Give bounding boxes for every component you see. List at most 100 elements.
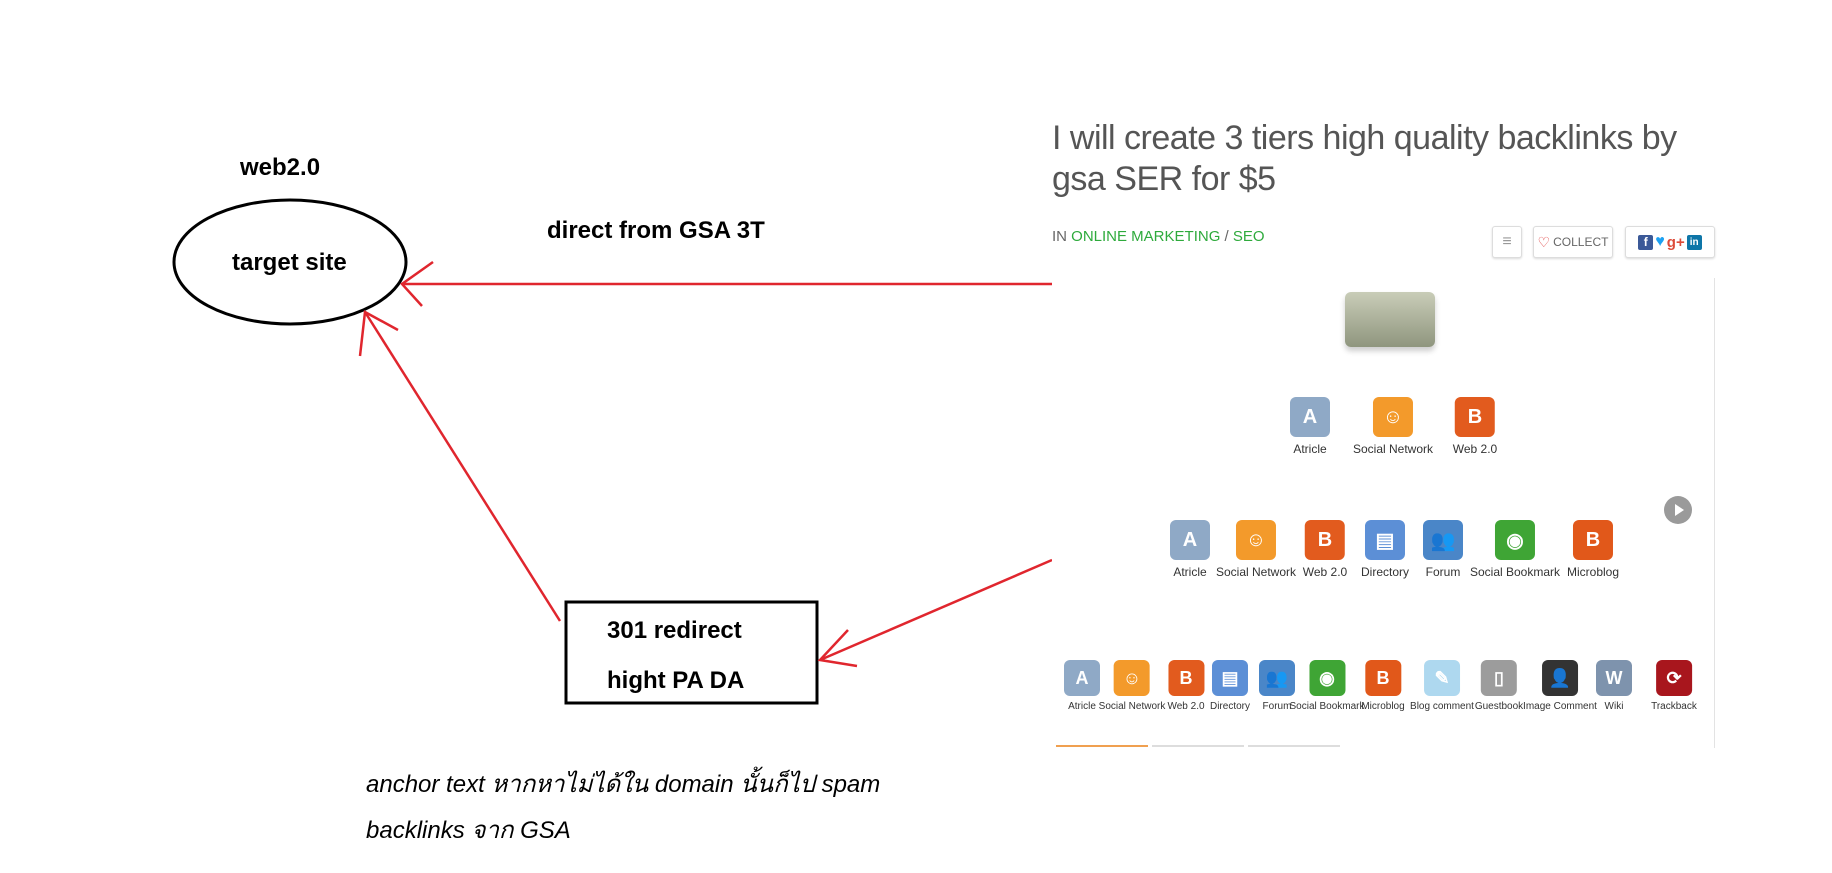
tab-1[interactable] — [1056, 745, 1148, 753]
money-stack-icon — [1345, 292, 1435, 347]
twitter-icon[interactable]: ♥ — [1655, 233, 1665, 250]
target-site-label: target site — [232, 249, 347, 276]
pyramid-node-label: Trackback — [1651, 701, 1697, 712]
pyramid-node-label: Forum — [1262, 701, 1292, 712]
subcategory-link[interactable]: SEO — [1232, 228, 1265, 245]
social-network-icon: ☺ — [1236, 520, 1276, 560]
pyramid-node-atricle: A Atricle — [1290, 397, 1330, 456]
social-bookmark-icon: ◉ — [1494, 520, 1535, 560]
redirect-box-line1: 301 redirect — [607, 617, 742, 644]
pyramid-node-label: Web 2.0 — [1167, 701, 1205, 712]
blog-comment-icon: ✎ — [1423, 660, 1460, 696]
pyramid-node-label: Web 2.0 — [1452, 442, 1498, 456]
forum-icon: 👥 — [1423, 520, 1463, 560]
pyramid-node-microblog: B Microblog — [1361, 660, 1405, 712]
pyramid-node-label: Guestbook — [1474, 701, 1524, 712]
collect-button[interactable]: ♡ COLLECT — [1533, 226, 1613, 258]
tab-2[interactable] — [1152, 745, 1244, 753]
pyramid-node-label: Atricle — [1293, 442, 1327, 456]
redirect-to-target-line — [363, 311, 562, 622]
atricle-icon: A — [1290, 397, 1330, 437]
web-2-0-icon: B — [1454, 397, 1495, 437]
wiki-icon: W — [1596, 660, 1632, 696]
pyramid-node-label: Atricle — [1068, 701, 1096, 712]
microblog-icon: B — [1364, 660, 1401, 696]
pyramid-node-label: Social Network — [1215, 565, 1297, 579]
pyramid-node-blog-comment: ✎ Blog comment — [1410, 660, 1474, 712]
social-network-icon: ☺ — [1113, 660, 1150, 696]
gsa-to-redirect-head — [817, 629, 858, 668]
menu-button[interactable]: ≡ — [1492, 226, 1522, 258]
social-bookmark-icon: ◉ — [1309, 660, 1345, 696]
share-buttons: f ♥ g+ in — [1625, 226, 1715, 258]
gig-category-breadcrumb: IN ONLINE MARKETING / SEO — [1052, 228, 1265, 245]
web-2-0-icon: B — [1168, 660, 1204, 696]
pyramid-node-image-comment: 👤 Image Comment — [1523, 660, 1597, 712]
pyramid-node-web-2-0: B Web 2.0 — [1453, 397, 1497, 456]
trackback-icon: ⟳ — [1655, 660, 1692, 696]
pyramid-node-label: Wiki — [1604, 701, 1624, 712]
atricle-icon: A — [1064, 660, 1100, 696]
pyramid-node-trackback: ⟳ Trackback — [1651, 660, 1697, 712]
pyramid-node-label: Microblog — [1361, 701, 1405, 712]
pyramid-node-label: Directory — [1360, 565, 1410, 579]
pyramid-node-label: Image Comment — [1523, 701, 1597, 712]
atricle-icon: A — [1170, 520, 1210, 560]
target-site-ellipse — [172, 198, 408, 326]
gsa-to-redirect-line — [819, 558, 1053, 662]
pyramid-node-label: Blog comment — [1410, 701, 1474, 712]
pyramid-node-label: Forum — [1425, 565, 1461, 579]
connector-arrows — [358, 260, 1055, 668]
note-line2: backlinks จาก GSA — [366, 817, 571, 844]
category-prefix: IN — [1052, 228, 1067, 245]
pyramid-node-social-network: ☺ Social Network — [1098, 660, 1166, 712]
pyramid-node-social-network: ☺ Social Network — [1353, 397, 1433, 456]
social-network-icon: ☺ — [1373, 397, 1413, 437]
redirect-to-target-head — [358, 310, 399, 357]
pyramid-node-social-bookmark: ◉ Social Bookmark — [1289, 660, 1365, 712]
pyramid-node-directory: ▤ Directory — [1361, 520, 1409, 579]
direct-arrow-label: direct from GSA 3T — [547, 217, 765, 244]
pyramid-node-microblog: B Microblog — [1567, 520, 1619, 579]
directory-icon: ▤ — [1211, 660, 1248, 696]
web-2-0-icon: B — [1304, 520, 1345, 560]
gig-title[interactable]: I will create 3 tiers high quality backl… — [1052, 119, 1677, 198]
direct-arrow-head — [400, 260, 434, 307]
pyramid-node-label: Social Bookmark — [1469, 565, 1561, 579]
pyramid-node-label: Social Network — [1098, 701, 1166, 712]
next-slide-button[interactable] — [1664, 496, 1692, 524]
pyramid-node-label: Social Network — [1352, 442, 1434, 456]
note-line1: anchor text หากหาไม่ได้ใน domain นั้นก็ไ… — [366, 771, 881, 798]
forum-icon: 👥 — [1259, 660, 1295, 696]
pyramid-node-guestbook: ▯ Guestbook — [1475, 660, 1523, 712]
pyramid-node-forum: 👥 Forum — [1423, 520, 1463, 579]
image-comment-icon: 👤 — [1541, 660, 1578, 696]
pyramid-node-social-bookmark: ◉ Social Bookmark — [1470, 520, 1560, 579]
pyramid-node-label: Social Bookmark — [1289, 701, 1365, 712]
pyramid-node-wiki: W Wiki — [1596, 660, 1632, 712]
collect-label: COLLECT — [1553, 235, 1609, 249]
pyramid-node-web-2-0: B Web 2.0 — [1167, 660, 1205, 712]
facebook-icon[interactable]: f — [1638, 234, 1654, 250]
guestbook-icon: ▯ — [1481, 660, 1517, 696]
pyramid-node-label: Microblog — [1566, 565, 1620, 579]
pyramid-node-forum: 👥 Forum — [1259, 660, 1295, 712]
microblog-icon: B — [1573, 520, 1613, 560]
pyramid-node-atricle: A Atricle — [1064, 660, 1100, 712]
pyramid-node-social-network: ☺ Social Network — [1216, 520, 1296, 579]
linkedin-icon[interactable]: in — [1686, 234, 1702, 250]
redirect-box — [564, 600, 819, 705]
menu-icon: ≡ — [1502, 233, 1512, 250]
google-plus-icon[interactable]: g+ — [1666, 233, 1685, 251]
pyramid-node-label: Atricle — [1173, 565, 1207, 579]
pyramid-node-label: Directory — [1209, 701, 1251, 712]
pyramid-node-directory: ▤ Directory — [1210, 660, 1250, 712]
category-separator: / — [1224, 228, 1229, 245]
category-link[interactable]: ONLINE MARKETING — [1071, 228, 1221, 245]
pyramid-node-web-2-0: B Web 2.0 — [1303, 520, 1347, 579]
heart-icon: ♡ — [1537, 233, 1551, 250]
directory-icon: ▤ — [1364, 520, 1405, 560]
pyramid-node-label: Web 2.0 — [1302, 565, 1348, 579]
pyramid-node-atricle: A Atricle — [1170, 520, 1210, 579]
tab-3[interactable] — [1248, 745, 1340, 753]
